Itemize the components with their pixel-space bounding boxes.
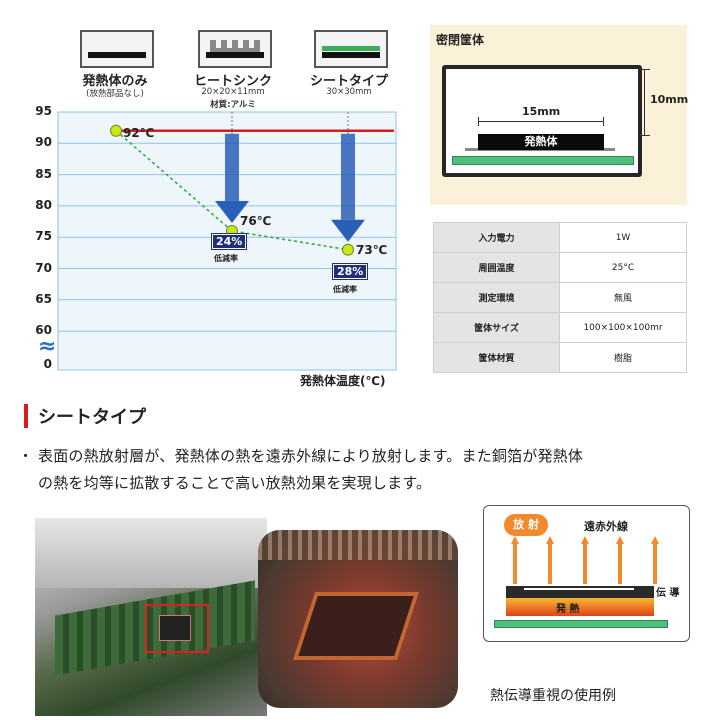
- section-heading: シートタイプ: [38, 407, 146, 428]
- icon-title: 発熱体のみ: [82, 74, 148, 89]
- icon-subtitle: 30×30mm: [326, 87, 372, 97]
- data-points: [110, 124, 354, 256]
- reduction-label: 低減率: [214, 254, 238, 263]
- reduction-badge-24: 24%: [210, 233, 248, 250]
- conduction-label: 伝 導: [656, 588, 680, 599]
- radiate-label: 放 射: [504, 514, 548, 536]
- description-line-1: ・ 表面の熱放射層が、発熱体の熱を遠赤外線により放射します。また銅箔が発熱体: [18, 447, 584, 465]
- table-row: 筐体材質樹脂: [433, 342, 687, 373]
- heat-source-chip: 発熱体: [478, 134, 604, 150]
- heading-accent-bar: [24, 404, 28, 428]
- icon-title: シートタイプ: [309, 74, 388, 89]
- reduction-badge-28: 28%: [331, 263, 369, 280]
- chip-closeup-photo: [258, 530, 458, 708]
- axis-break-mark: ≈: [38, 334, 57, 359]
- y-tick-label: 65: [35, 291, 52, 306]
- icon-subtitle: (放熱部品なし): [86, 89, 144, 99]
- reduction-arrow: [215, 133, 249, 223]
- icon-subtitle: 20×20×11mm: [201, 87, 265, 97]
- vertical-guides: [231, 112, 349, 137]
- y-tick-label: 0: [43, 357, 52, 371]
- data-point: [342, 243, 354, 256]
- heat-layer: [506, 598, 654, 616]
- reduction-arrows: [215, 133, 365, 242]
- height-label: 10mm: [650, 93, 689, 106]
- arrow-shaft: [225, 133, 239, 201]
- y-tick-label: 70: [35, 260, 52, 275]
- data-point: [110, 124, 122, 137]
- description-line-2: の熱を均等に拡散することで高い放熱効果を実現します。: [38, 474, 432, 492]
- y-tick-label: 95: [35, 104, 52, 118]
- arrow-head: [215, 200, 249, 223]
- y-tick-label: 80: [35, 197, 52, 212]
- point-label-73: 73℃: [356, 243, 388, 257]
- table-row: 測定環境無風: [433, 282, 687, 313]
- width-dimension-line: [478, 121, 604, 122]
- y-tick-label: 75: [35, 229, 52, 244]
- heat-radiation-diagram: 放 射 遠赤外線 発 熱 伝 導: [483, 505, 690, 642]
- y-tick-label: 60: [35, 323, 52, 338]
- device-photo: [35, 518, 267, 716]
- enclosure-diagram: 密閉筐体 発熱体 15mm 10mm: [430, 25, 689, 205]
- base-board: [452, 156, 634, 165]
- icon-title: ヒートシンク: [193, 74, 272, 89]
- highlight-box: [145, 604, 209, 653]
- reduction-label: 低減率: [333, 285, 357, 294]
- far-infrared-label: 遠赤外線: [584, 520, 628, 533]
- x-axis-label: 発熱体温度(℃): [300, 374, 386, 388]
- reduction-arrow: [331, 133, 365, 242]
- enclosure-title: 密閉筐体: [436, 33, 485, 47]
- point-label-76: 76℃: [240, 214, 272, 228]
- heat-label: 発 熱: [556, 604, 580, 615]
- sheet-on-chip: [292, 592, 420, 660]
- height-dimension-line: [644, 69, 645, 135]
- photo-caption: 熱伝導重視の使用例: [490, 688, 616, 704]
- chart-canvas: [57, 111, 397, 371]
- radiation-arrows: [511, 536, 659, 584]
- icon-material: 材質:アルミ: [210, 100, 256, 110]
- conduction-arrow: [524, 588, 634, 591]
- board-layer: [494, 620, 668, 628]
- arrow-head: [331, 219, 365, 242]
- bullet: ・: [18, 447, 34, 465]
- point-label-92: 92℃: [123, 126, 155, 140]
- width-label: 15mm: [522, 105, 561, 118]
- arrow-shaft: [341, 133, 355, 220]
- y-tick-label: 85: [35, 166, 52, 181]
- y-tick-label: 90: [35, 135, 52, 150]
